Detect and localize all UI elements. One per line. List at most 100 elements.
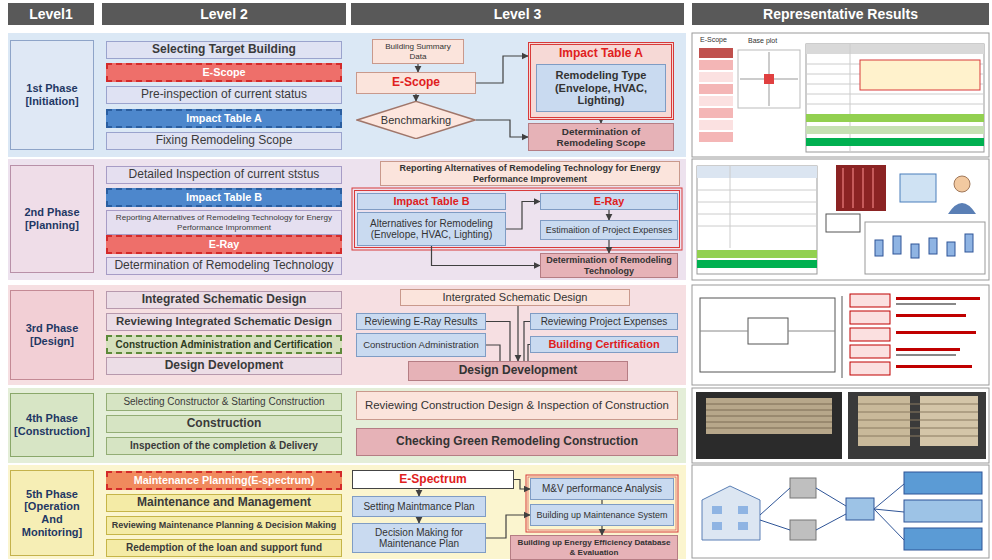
- result-5-network: [702, 472, 982, 550]
- window: [738, 522, 748, 530]
- text-bar: [896, 314, 966, 317]
- node-text: E-Ray: [594, 195, 625, 207]
- node-text: Maintenance Planning(E-spectrum): [134, 474, 315, 486]
- node-text: Reviewing E-Ray Results: [365, 316, 478, 328]
- connector: [417, 64, 418, 72]
- process-box: Determination of Remodeling Scope: [528, 123, 674, 151]
- blind: [706, 398, 832, 434]
- connector: [601, 526, 602, 535]
- node-text: 2nd Phase [Planning]: [13, 206, 91, 231]
- panel: [692, 159, 989, 280]
- process-box: E-Spectrum: [352, 470, 514, 489]
- heater: [836, 165, 886, 211]
- connector: [608, 240, 609, 253]
- window: [712, 506, 722, 514]
- wire: [874, 484, 904, 509]
- process-box: Impact Table B: [106, 188, 342, 207]
- person-head: [954, 176, 970, 192]
- process-box: Inspection of the completion & Delivery: [106, 437, 342, 455]
- table-head: [806, 44, 984, 54]
- box: [965, 234, 973, 252]
- node-text: Impact Table A: [186, 112, 262, 124]
- col-line: [730, 166, 731, 248]
- photo: [848, 392, 986, 459]
- process-box: Reviewing E-Ray Results: [356, 313, 486, 330]
- table: [806, 44, 984, 152]
- server: [846, 498, 874, 520]
- node-text: Building Certification: [548, 338, 659, 351]
- result-3: [700, 294, 980, 378]
- green-band: [697, 260, 817, 268]
- node-text: E-Ray: [209, 238, 240, 250]
- text-bar: [896, 365, 972, 368]
- chart: [865, 222, 985, 274]
- connector: [517, 306, 518, 361]
- cell: [850, 362, 890, 375]
- process-box: Determination of Remodeling Technology: [540, 253, 678, 278]
- process-box: Reviewing Integrated Schematic Design: [106, 313, 342, 331]
- node-text: Reviewing Construction Design & Inspecti…: [365, 399, 669, 412]
- slat: [858, 404, 978, 405]
- green-band: [806, 126, 984, 134]
- table: [697, 166, 817, 274]
- outline: [355, 191, 680, 248]
- process-box: M&V performance Analysis: [530, 478, 674, 500]
- phase-label: 2nd Phase [Planning]: [10, 165, 94, 273]
- phase-label: 5th Phase [Operation And Monitoring]: [10, 470, 94, 556]
- node-text: 3rd Phase [Design]: [13, 322, 91, 347]
- highlight: [860, 60, 980, 90]
- box: [893, 236, 901, 254]
- screen: [904, 472, 982, 494]
- panel: [692, 33, 989, 157]
- result-4-photos: [696, 392, 986, 459]
- green-band: [697, 250, 817, 258]
- node-text: Level 3: [494, 6, 541, 22]
- process-box: E-Ray: [106, 235, 342, 254]
- note-box: [826, 214, 860, 232]
- panel: [692, 388, 989, 463]
- node-text: Design Development: [165, 359, 284, 373]
- band: [8, 388, 686, 463]
- bar: [699, 72, 733, 82]
- phase-bands: [8, 33, 686, 559]
- process-box: Setting Maintmance Plan: [352, 496, 486, 517]
- node-text: Maintenance and Management: [137, 496, 311, 510]
- bar: [699, 48, 733, 58]
- screen: [904, 500, 982, 522]
- process-box: Construction: [106, 415, 342, 433]
- connector: [432, 246, 541, 266]
- box: [947, 242, 955, 256]
- slat: [858, 420, 978, 421]
- slat: [858, 436, 978, 437]
- node-text: 1st Phase [Initiation]: [13, 82, 91, 107]
- connector: [476, 56, 528, 83]
- connector: [608, 210, 609, 220]
- process-box: E-Scope: [356, 72, 476, 94]
- phase-label: 3rd Phase [Design]: [10, 290, 94, 380]
- process-box: E-Scope: [106, 63, 342, 82]
- slat: [706, 428, 832, 429]
- phase-label: 1st Phase [Initiation]: [10, 40, 94, 150]
- cell: [850, 311, 890, 324]
- bar: [699, 132, 733, 142]
- process-box: Fixing Remodeling Scope: [106, 132, 342, 150]
- photo: [696, 392, 842, 459]
- node-text: Building up Maintenance System: [536, 510, 667, 520]
- process-box: Impact Table A: [106, 109, 342, 128]
- bar: [699, 108, 733, 118]
- process-box: Reporting Alternatives of Remodeling Tec…: [380, 161, 680, 186]
- slat: [706, 404, 832, 405]
- diamond-shape: [357, 101, 475, 138]
- row-line: [697, 202, 817, 203]
- device: [790, 478, 816, 498]
- node-text: Building Summary Data: [377, 42, 459, 61]
- header-bar: Level 2: [102, 3, 346, 25]
- bar: [699, 96, 733, 106]
- process-box: Selecting Target Building: [106, 41, 342, 59]
- bar: [699, 84, 733, 94]
- node-text: Alternatives for Remodeling (Envelope, H…: [362, 218, 501, 241]
- process-box: Determination of Remodeling Technology: [106, 257, 342, 275]
- text-bar: [896, 297, 980, 300]
- process-box: Pre-inspection of current status: [106, 86, 342, 104]
